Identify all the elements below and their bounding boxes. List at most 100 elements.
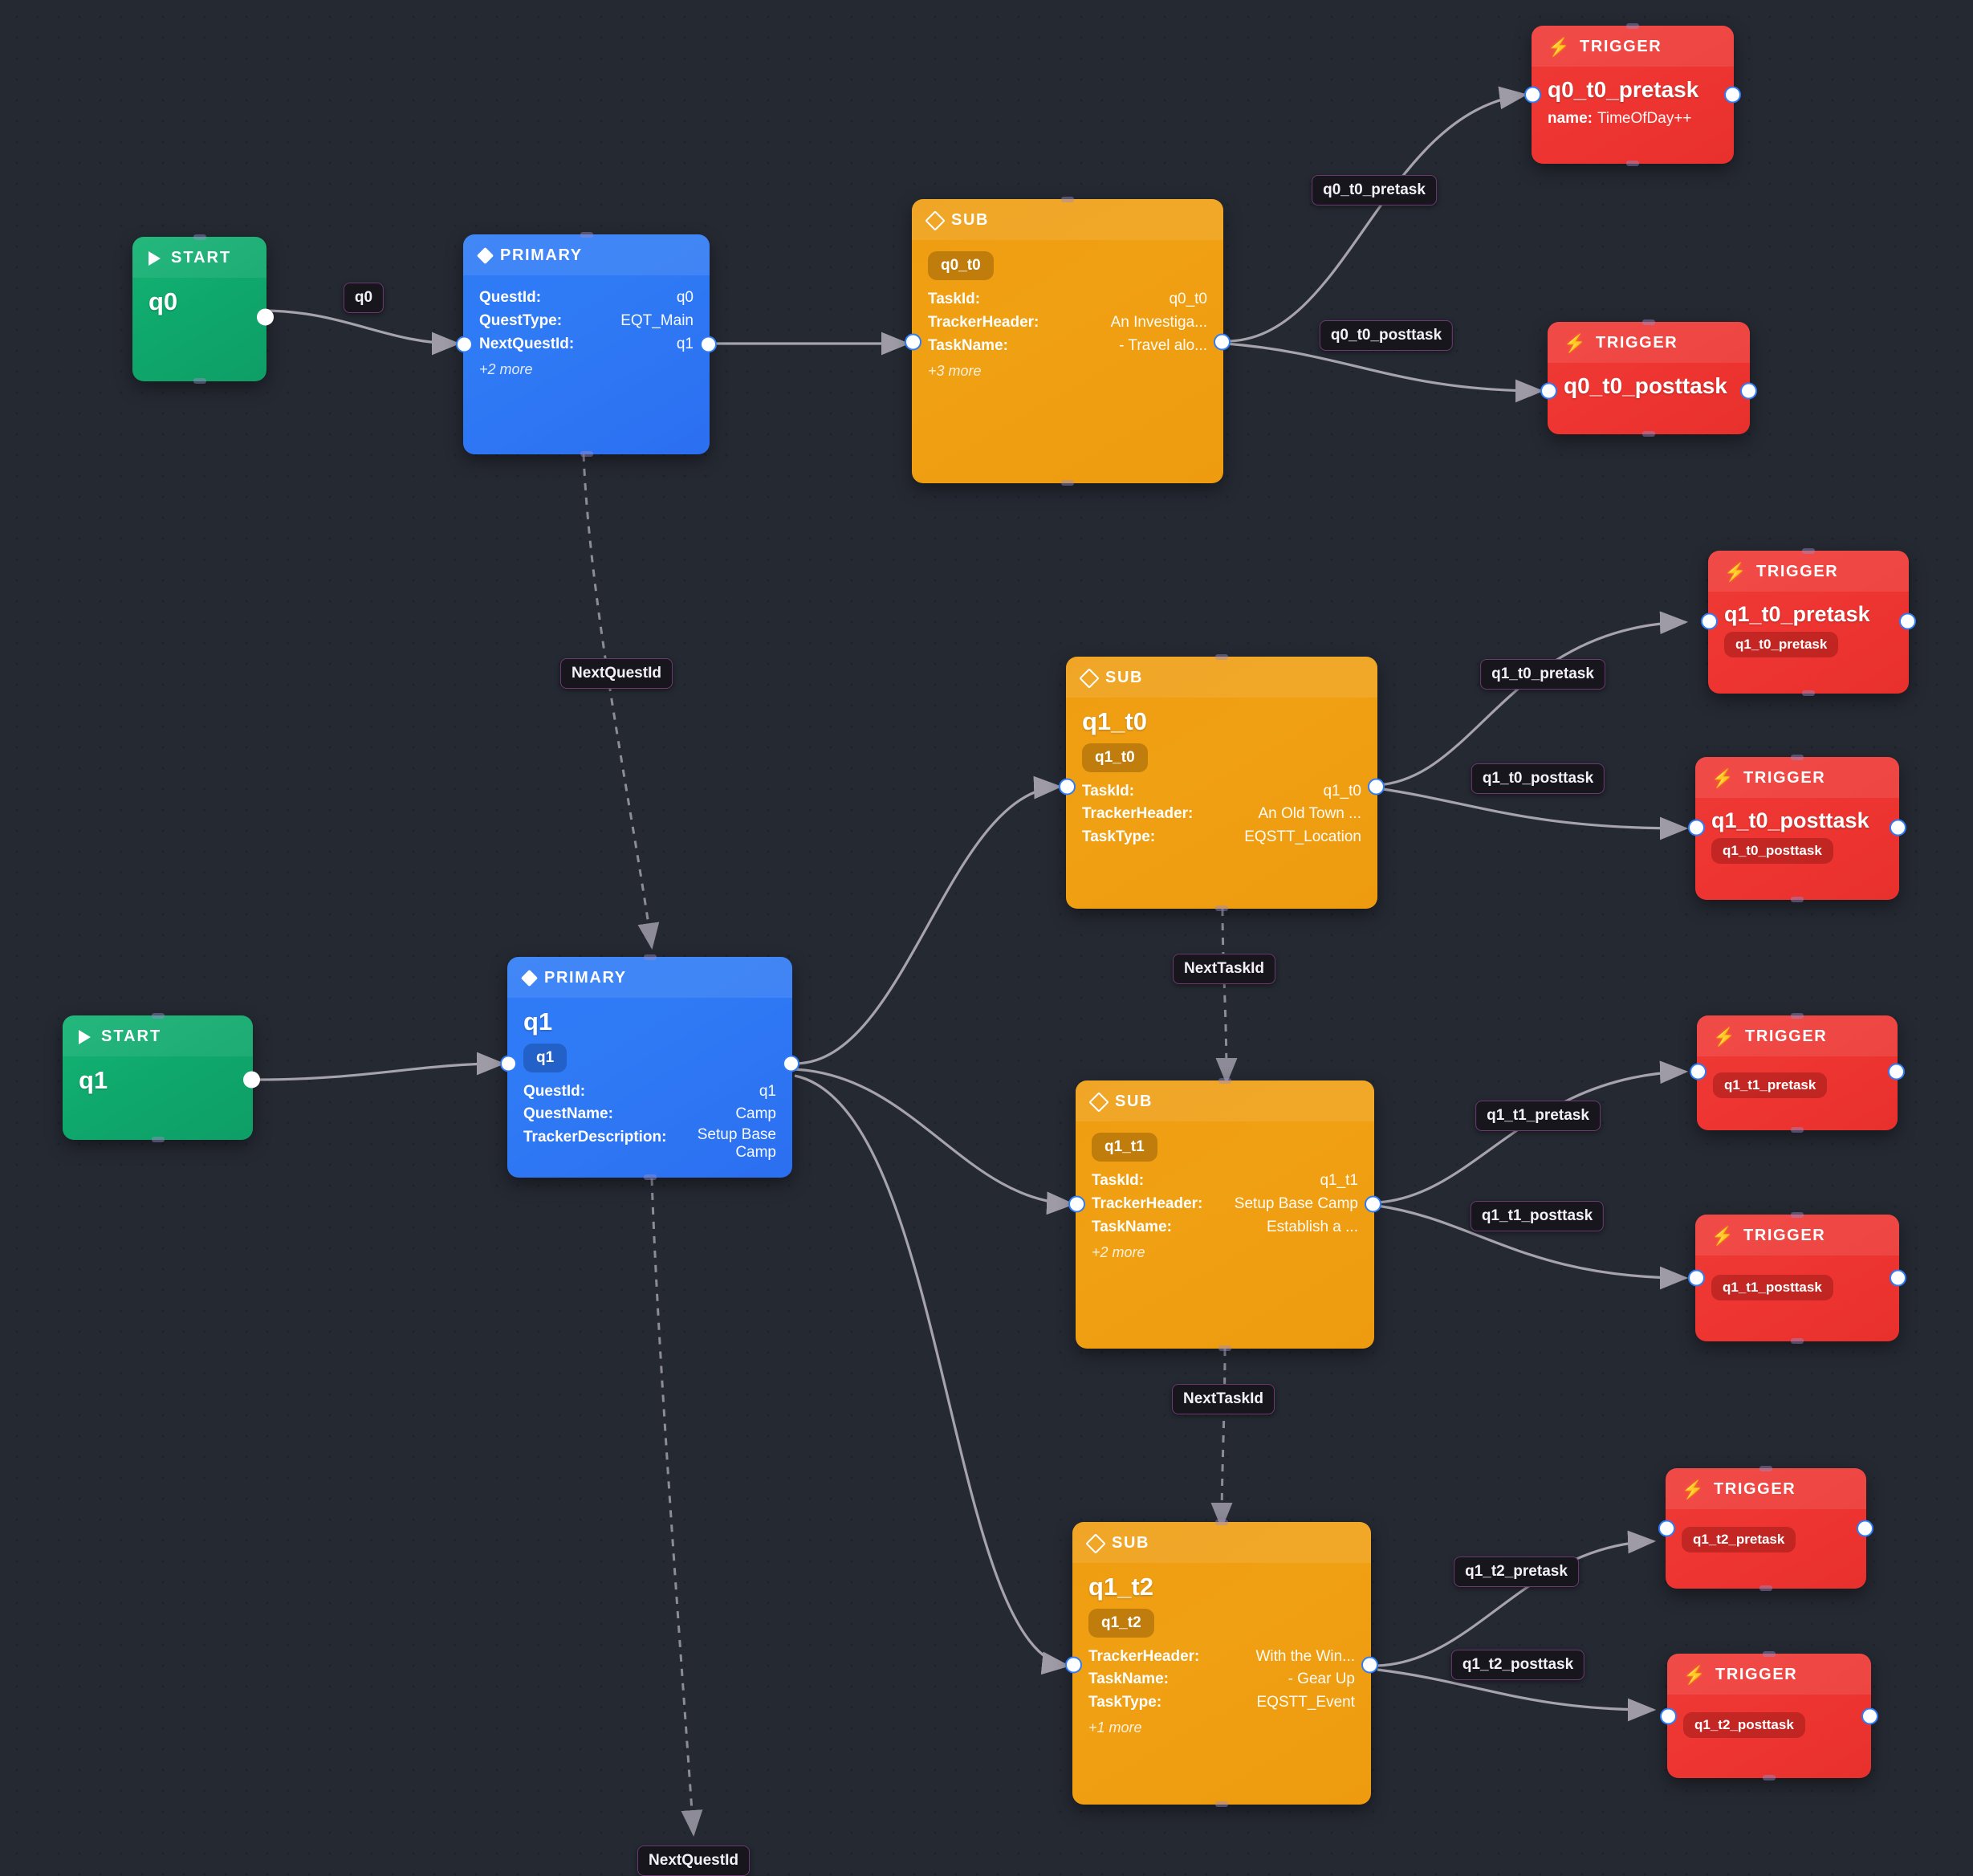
node-port-bottom[interactable] [1759,1585,1772,1591]
node-port-out[interactable] [1361,1656,1378,1674]
node-port-out[interactable] [1365,1195,1381,1213]
node-port-top[interactable] [1642,319,1655,325]
node-port-in[interactable] [1658,1520,1675,1537]
node-port-top[interactable] [1061,197,1074,202]
node-port-in[interactable] [1688,819,1705,836]
node-sub-q0-t0[interactable]: SUB q0_t0 TaskId: q0_t0 TrackerHeader: A… [905,197,1231,486]
edge-label-nexttaskid-1[interactable]: NextTaskId [1173,954,1275,984]
edge-label-q0[interactable]: q0 [343,283,384,313]
node-port-in[interactable] [1660,1707,1677,1725]
node-trigger-q1-t1-posttask[interactable]: ⚡ TRIGGER q1_t1_posttask [1688,1212,1906,1344]
node-more-fields[interactable]: +2 more [1092,1243,1145,1260]
node-port-out[interactable] [1861,1707,1878,1725]
node-port-out[interactable] [1857,1520,1873,1537]
edge-label-q1-t1-posttask[interactable]: q1_t1_posttask [1470,1201,1605,1231]
node-trigger-q1-t2-posttask[interactable]: ⚡ TRIGGER q1_t2_posttask [1660,1651,1878,1780]
node-sub-q1-t2[interactable]: SUB q1_t2 q1_t2 TrackerHeader: With the … [1065,1520,1378,1807]
node-port-bottom[interactable] [1642,431,1655,437]
node-port-in[interactable] [1065,1656,1082,1674]
node-port-top[interactable] [151,1013,165,1019]
node-trigger-q1-t1-pretask[interactable]: ⚡ TRIGGER q1_t1_pretask [1690,1013,1905,1133]
node-primary-q1[interactable]: PRIMARY q1 q1 QuestId: q1 QuestName: Cam… [500,954,799,1180]
node-port-bottom[interactable] [643,1174,657,1180]
node-port-in[interactable] [1540,382,1557,400]
edge-label-q1-t1-pretask[interactable]: q1_t1_pretask [1475,1101,1601,1131]
node-port-bottom[interactable] [1791,1338,1804,1344]
node-port-top[interactable] [643,954,657,960]
node-port-out[interactable] [1890,1269,1906,1287]
node-more-fields[interactable]: +1 more [1088,1719,1142,1736]
edge-label-q0-t0-pretask[interactable]: q0_t0_pretask [1312,175,1437,206]
node-trigger-q0-t0-posttask[interactable]: ⚡ TRIGGER q0_t0_posttask [1540,319,1757,437]
node-port-bottom[interactable] [1061,480,1074,486]
node-port-bottom[interactable] [1626,161,1639,166]
node-port-out[interactable] [700,336,717,353]
node-port-in[interactable] [1688,1269,1705,1287]
node-port-top[interactable] [1791,755,1804,760]
node-more-fields[interactable]: +3 more [928,362,982,379]
node-title: q1 [79,1066,108,1094]
node-port-top[interactable] [1791,1013,1804,1019]
node-port-in[interactable] [905,333,921,351]
node-port-bottom[interactable] [151,1137,165,1142]
node-port-top[interactable] [580,232,593,238]
node-sub-q1-t1[interactable]: SUB q1_t1 TaskId: q1_t1 TrackerHeader: S… [1068,1078,1381,1351]
node-sub-q1-t0[interactable]: SUB q1_t0 q1_t0 TaskId: q1_t0 TrackerHea… [1059,654,1385,911]
node-port-in[interactable] [1068,1195,1085,1213]
node-port-in[interactable] [1059,778,1076,796]
node-port-top[interactable] [1218,1078,1231,1084]
node-port-in[interactable] [500,1055,517,1072]
edge-label-nextquestid-top[interactable]: NextQuestId [560,658,673,689]
node-port-bottom[interactable] [580,451,593,457]
node-trigger-q0-t0-pretask[interactable]: ⚡ TRIGGER q0_t0_pretask name: TimeOfDay+… [1524,23,1741,166]
node-port-out[interactable] [1724,86,1741,104]
node-port-out[interactable] [257,308,274,326]
node-port-bottom[interactable] [1218,1345,1231,1351]
node-trigger-q1-t2-pretask[interactable]: ⚡ TRIGGER q1_t2_pretask [1658,1466,1873,1591]
node-port-in[interactable] [1701,612,1718,630]
node-primary-q0[interactable]: PRIMARY QuestId: q0 QuestType: EQT_Main … [456,232,717,457]
node-port-in[interactable] [1690,1063,1707,1080]
edge-label-q1-t2-posttask[interactable]: q1_t2_posttask [1450,1650,1585,1680]
node-port-top[interactable] [1215,1520,1228,1525]
node-port-in[interactable] [1524,86,1541,104]
node-port-bottom[interactable] [1791,1127,1804,1133]
node-kind-label: START [101,1028,162,1045]
edge-label-nexttaskid-2[interactable]: NextTaskId [1172,1384,1275,1414]
field-value: Setup Base Camp [697,1126,776,1162]
node-port-top[interactable] [1626,23,1639,29]
node-port-top[interactable] [1763,1651,1776,1657]
node-more-fields[interactable]: +2 more [479,360,533,377]
node-port-out[interactable] [1368,778,1385,796]
node-port-top[interactable] [1759,1466,1772,1471]
node-port-bottom[interactable] [1791,897,1804,902]
node-port-bottom[interactable] [193,378,206,384]
node-port-in[interactable] [456,336,473,353]
node-port-bottom[interactable] [1763,1775,1776,1780]
node-port-out[interactable] [243,1071,260,1089]
edge-label-q1-t2-pretask[interactable]: q1_t2_pretask [1454,1557,1579,1587]
node-port-out[interactable] [1740,382,1757,400]
node-kind-label: TRIGGER [1580,38,1662,55]
node-port-out[interactable] [1890,819,1906,836]
node-port-bottom[interactable] [1215,1801,1228,1807]
node-port-top[interactable] [193,234,206,240]
node-start-q0[interactable]: START q0 [132,234,274,384]
node-port-top[interactable] [1215,654,1228,660]
node-port-top[interactable] [1802,548,1815,554]
node-start-q1[interactable]: START q1 [63,1013,260,1142]
node-trigger-q1-t0-pretask[interactable]: ⚡ TRIGGER q1_t0_pretask q1_t0_pretask [1701,548,1916,696]
edge-label-q1-t0-posttask[interactable]: q1_t0_posttask [1471,763,1605,794]
node-port-out[interactable] [1899,612,1916,630]
node-port-out[interactable] [1888,1063,1905,1080]
node-trigger-q1-t0-posttask[interactable]: ⚡ TRIGGER q1_t0_posttask q1_t0_posttask [1688,755,1906,902]
node-port-bottom[interactable] [1215,905,1228,911]
edge-label-nextquestid-bottom[interactable]: NextQuestId [637,1845,750,1876]
node-port-out[interactable] [1214,333,1231,351]
node-port-out[interactable] [783,1055,799,1072]
edge-label-q0-t0-posttask[interactable]: q0_t0_posttask [1319,320,1454,351]
node-port-bottom[interactable] [1802,690,1815,696]
edge-label-q1-t0-pretask[interactable]: q1_t0_pretask [1480,659,1605,690]
node-port-top[interactable] [1791,1212,1804,1218]
